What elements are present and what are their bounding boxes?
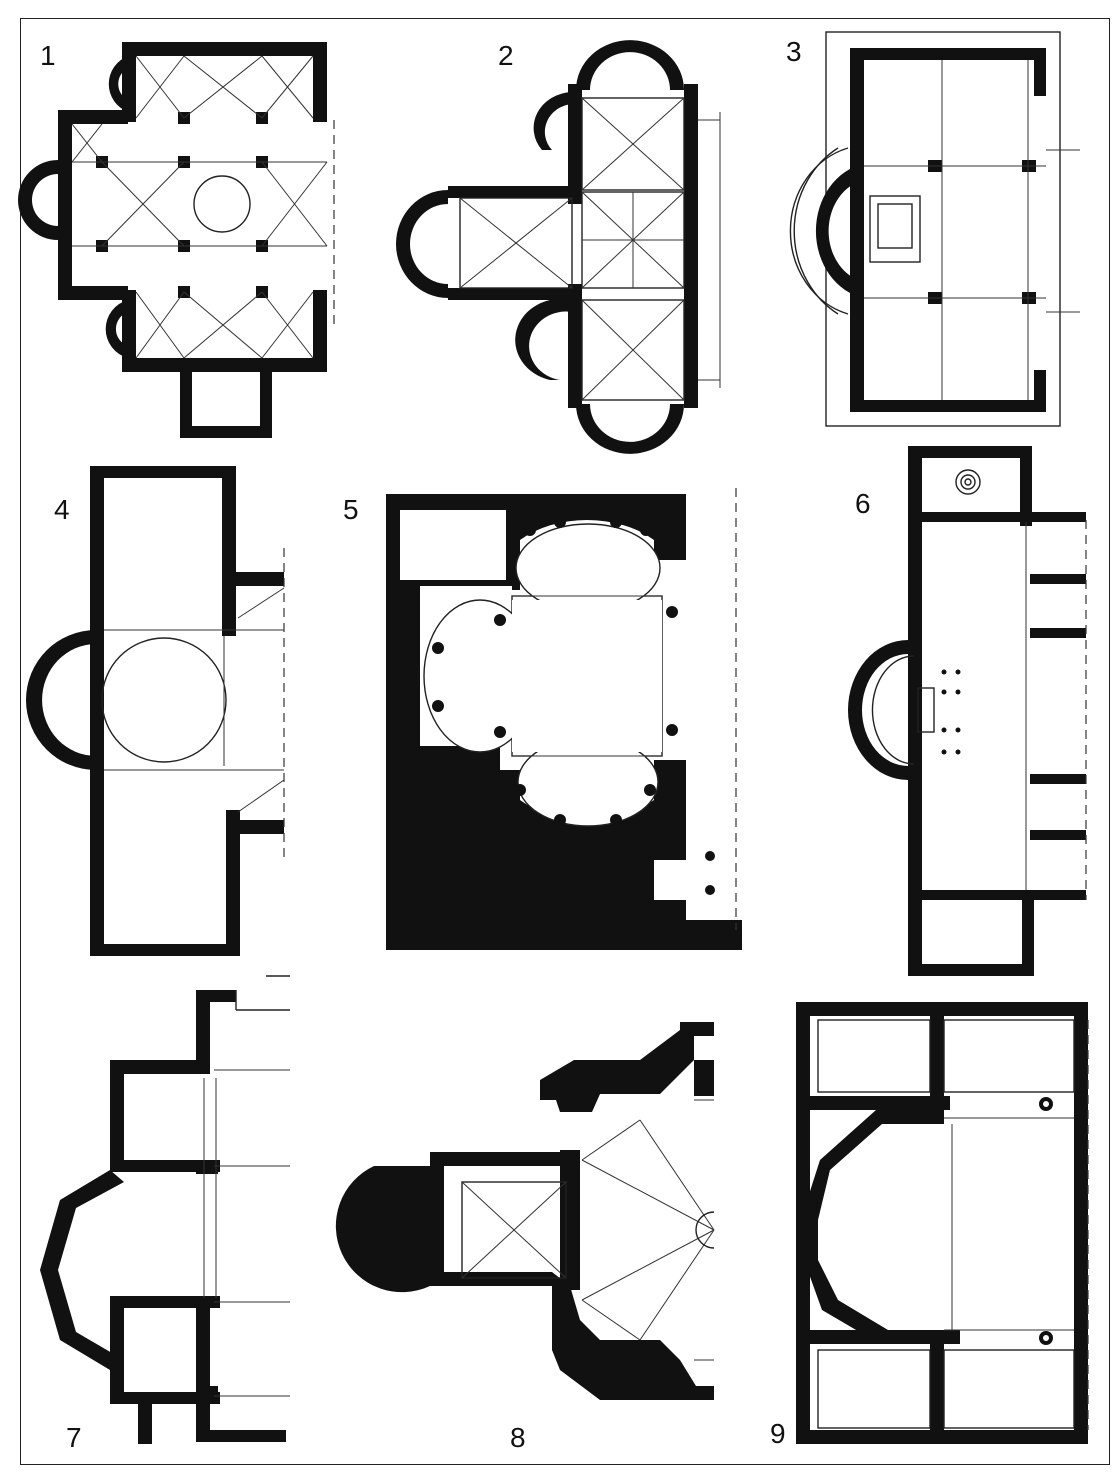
plate-border <box>20 18 1110 1465</box>
plan-7-walls <box>40 990 286 1444</box>
plan-label-7: 7 <box>66 1422 82 1453</box>
plan-label-3: 3 <box>786 36 802 67</box>
plan-8-interior <box>461 1099 715 1361</box>
plan-7-interior <box>203 975 290 1397</box>
plan-6-interior <box>871 469 1087 900</box>
plan-label-8: 8 <box>510 1422 526 1453</box>
plan-3-walls <box>789 31 1061 427</box>
plan-2-walls <box>396 40 698 454</box>
plan-label-5: 5 <box>343 494 359 525</box>
plan-1-vaults <box>71 55 335 359</box>
plan-2-vaults <box>459 97 721 401</box>
plan-1-walls <box>18 42 327 438</box>
plan-9-interior <box>817 1016 1089 1430</box>
plan-label-9: 9 <box>770 1418 786 1449</box>
plan-label-1: 1 <box>40 40 56 71</box>
plan-4-walls <box>26 466 284 956</box>
plan-label-2: 2 <box>498 40 514 71</box>
plan-5-interior <box>400 488 737 930</box>
plan-6-walls <box>848 446 1086 976</box>
plan-label-4: 4 <box>54 494 70 525</box>
plan-8-walls <box>335 1022 714 1400</box>
plan-label-6: 6 <box>855 488 871 519</box>
plan-3-interior <box>864 60 1080 400</box>
plan-4-interior <box>101 548 285 860</box>
plan-9-walls <box>796 1002 1088 1444</box>
